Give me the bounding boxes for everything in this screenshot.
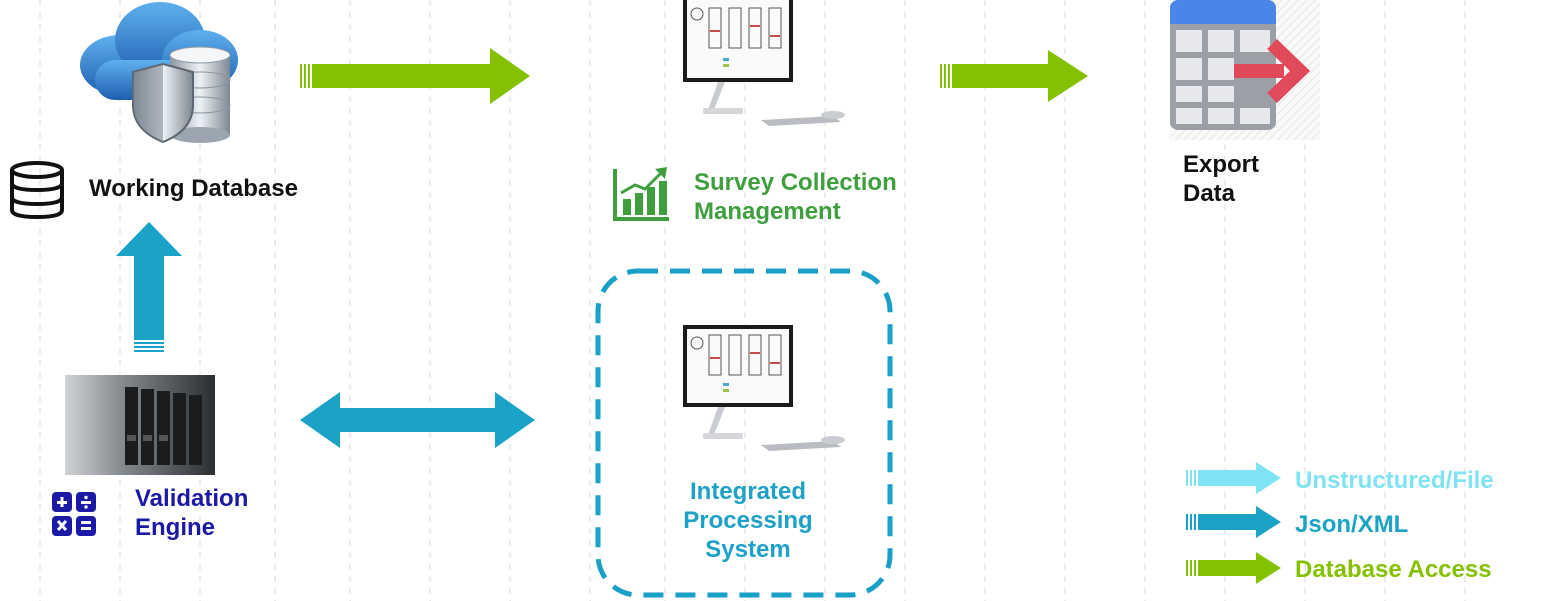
chart-growth-icon	[613, 167, 669, 221]
server-rack-icon	[65, 375, 215, 475]
monitor-dashboard-icon-2	[683, 325, 845, 451]
legend-unstructured-label: Unstructured/File	[1295, 467, 1494, 494]
validation-engine-label-line1: Validation	[135, 485, 249, 512]
legend-json-xml-arrow	[1186, 506, 1281, 538]
database-outline-icon	[10, 161, 64, 220]
json-xml-up-arrow	[116, 222, 182, 352]
validation-engine-label: Validation Engine	[135, 484, 248, 542]
json-xml-double-arrow	[300, 392, 535, 448]
working-database-label: Working Database	[89, 175, 298, 202]
integrated-processing-label: Integrated Processing System	[598, 477, 898, 564]
survey-collection-label: Survey Collection Management	[694, 168, 897, 226]
legend-unstructured-arrow	[1186, 462, 1281, 494]
integrated-processing-label-line3: System	[705, 536, 791, 563]
table-export-icon	[1170, 0, 1320, 140]
integrated-processing-label-line2: Processing	[683, 507, 813, 534]
survey-collection-label-line1: Survey Collection	[694, 169, 897, 196]
database-access-arrow-2	[940, 50, 1088, 102]
integrated-processing-label-line1: Integrated	[689, 478, 806, 505]
database-cloud-shield-icon	[80, 2, 238, 144]
legend-database-access-arrow	[1186, 552, 1281, 584]
validation-engine-label-line2: Engine	[135, 514, 216, 541]
database-access-arrow-1	[300, 48, 530, 104]
export-data-label-line2: Data	[1183, 180, 1236, 207]
legend-json-xml-label: Json/XML	[1295, 511, 1409, 538]
integrated-processing-dashed-box	[595, 268, 893, 598]
export-data-label-line1: Export	[1183, 151, 1260, 178]
export-data-label: Export Data	[1183, 150, 1259, 208]
monitor-dashboard-icon	[683, 0, 845, 126]
legend-database-access-label: Database Access	[1295, 556, 1492, 583]
calculator-icon	[52, 492, 96, 536]
survey-collection-label-line2: Management	[694, 198, 841, 225]
